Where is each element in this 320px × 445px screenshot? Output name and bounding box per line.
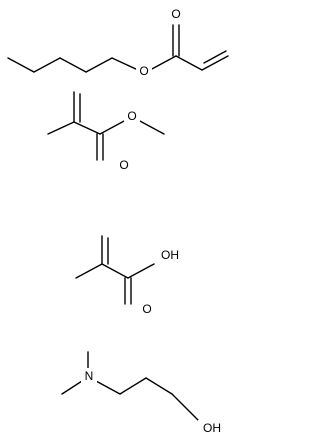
bond [85, 57, 113, 73]
bond [171, 393, 199, 421]
atom-label-hydroxyl: OH [203, 421, 221, 435]
bond [95, 380, 121, 395]
bond [137, 119, 165, 135]
bond [47, 121, 75, 135]
atom-label-nitrogen: N [85, 369, 94, 383]
molecule-butyl-acrylate: O O [7, 6, 229, 79]
atom-label-oxygen: O [139, 64, 148, 78]
molecule-methacrylic-acid: OH O [75, 235, 184, 317]
bond [61, 380, 83, 395]
bond [175, 55, 203, 71]
atom-label-oxygen: O [171, 7, 180, 21]
bond [75, 263, 103, 279]
atom-label-oxygen: O [119, 158, 128, 172]
atom-label-oxygen: O [127, 109, 136, 123]
chemical-structures-canvas: O O O O OH O [7, 6, 229, 436]
bond [59, 57, 87, 73]
double-bond [203, 50, 227, 64]
bond [127, 263, 155, 279]
bond [145, 377, 173, 395]
atom-label-oxygen: O [142, 302, 151, 316]
molecule-methyl-methacrylate: O O [47, 91, 165, 173]
molecule-dimethylaminoethanol: N OH [61, 351, 226, 436]
bond [119, 377, 147, 395]
double-bond [201, 55, 229, 71]
atom-label-hydroxyl: OH [161, 248, 179, 262]
bond [111, 57, 139, 71]
bond [101, 263, 129, 279]
bond [149, 55, 177, 71]
bond [73, 121, 101, 135]
bond [99, 119, 127, 135]
bond [7, 57, 35, 73]
bond [33, 57, 61, 73]
